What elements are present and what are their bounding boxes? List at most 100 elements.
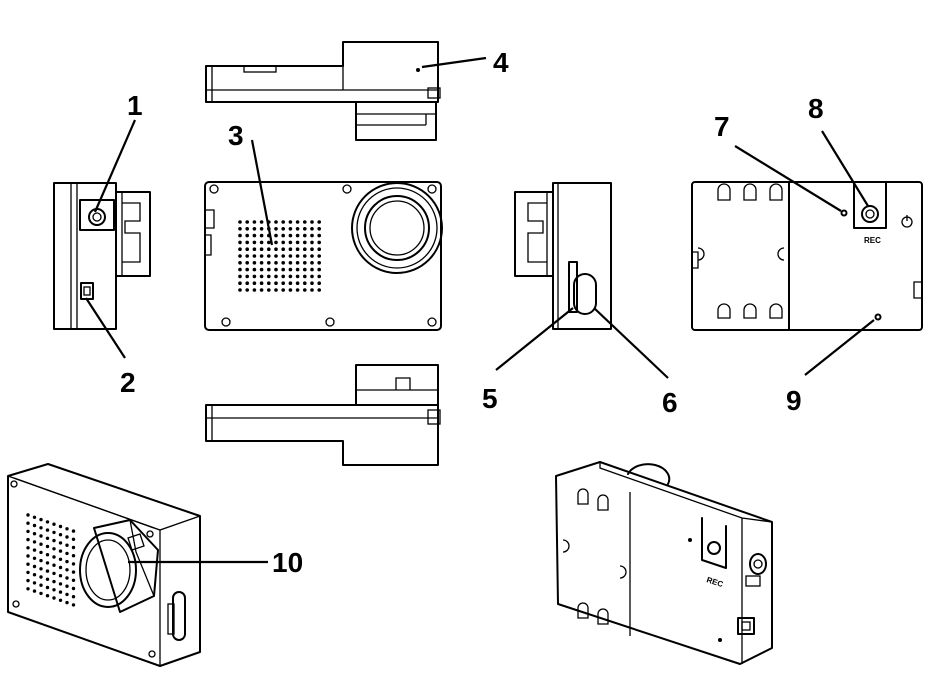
grille-hole: [295, 233, 300, 238]
grille-hole: [238, 227, 242, 231]
grille-hole: [238, 233, 242, 238]
grille-hole: [317, 240, 322, 245]
bottom-view: [205, 364, 441, 466]
grille-hole: [317, 274, 322, 279]
card-slot-icon: [568, 261, 578, 313]
grille-hole: [295, 288, 300, 292]
grille-hole: [26, 513, 30, 517]
grille-hole: [26, 521, 30, 525]
grille-hole: [52, 563, 56, 567]
grille-hole: [238, 261, 242, 265]
grille-hole: [52, 522, 56, 526]
grille-hole: [252, 233, 257, 238]
grille-hole: [71, 578, 76, 582]
grille-hole: [310, 220, 314, 224]
grille-hole: [238, 288, 242, 292]
grille-hole: [259, 227, 264, 231]
iso-speaker-grille: [26, 513, 76, 607]
grille-hole: [288, 261, 293, 265]
grille-hole: [45, 594, 50, 598]
grille-hole: [274, 233, 278, 238]
speaker-grille: [238, 220, 322, 292]
grille-hole: [295, 247, 300, 251]
grille-hole: [295, 220, 300, 224]
grille-hole: [252, 261, 257, 265]
grille-hole: [71, 529, 76, 533]
grille-hole: [317, 281, 322, 286]
grille-hole: [26, 546, 30, 550]
grille-hole: [259, 247, 264, 251]
grille-hole: [259, 274, 264, 279]
grille-hole: [245, 267, 249, 272]
grille-hole: [317, 227, 322, 231]
grille-hole: [26, 537, 30, 542]
grille-hole: [45, 553, 50, 557]
grille-hole: [252, 247, 257, 251]
grille-hole: [259, 233, 264, 238]
grille-hole: [274, 288, 278, 292]
grille-hole: [58, 574, 63, 578]
power-button-icon: [88, 208, 106, 226]
grille-hole: [288, 274, 293, 279]
grille-hole: [45, 528, 50, 532]
grille-hole: [259, 267, 264, 272]
grille-hole: [52, 530, 56, 535]
grille-hole: [65, 568, 69, 572]
grille-hole: [303, 247, 307, 251]
grille-hole: [58, 533, 63, 537]
grille-hole: [267, 288, 271, 292]
grille-hole: [310, 288, 314, 292]
grille-hole: [39, 583, 43, 587]
grille-hole: [288, 247, 293, 251]
grille-hole: [58, 582, 63, 586]
grille-hole: [259, 281, 264, 286]
callout-4: 4: [493, 47, 509, 78]
grille-hole: [245, 254, 249, 258]
grille-hole: [26, 554, 30, 558]
grille-hole: [259, 288, 264, 292]
grille-hole: [252, 288, 257, 292]
grille-hole: [288, 281, 293, 286]
callout-7: 7: [714, 111, 730, 142]
grille-hole: [288, 220, 293, 224]
grille-hole: [281, 267, 286, 272]
grille-hole: [32, 581, 37, 585]
grille-hole: [245, 233, 249, 238]
grille-hole: [39, 558, 43, 563]
lens-icon: [351, 182, 443, 274]
grille-hole: [39, 567, 43, 571]
grille-hole: [310, 227, 314, 231]
grille-hole: [52, 579, 56, 584]
grille-hole: [252, 227, 257, 231]
grille-hole: [317, 267, 322, 272]
grille-hole: [303, 220, 307, 224]
grille-hole: [274, 281, 278, 286]
grille-hole: [65, 543, 69, 547]
grille-hole: [303, 254, 307, 258]
grille-hole: [288, 240, 293, 245]
grille-hole: [32, 548, 37, 552]
grille-hole: [288, 233, 293, 238]
grille-hole: [303, 288, 307, 292]
grille-hole: [259, 254, 264, 258]
grille-hole: [39, 575, 43, 579]
grille-hole: [274, 240, 278, 245]
grille-hole: [252, 274, 257, 279]
grille-hole: [317, 247, 322, 251]
grille-hole: [45, 569, 50, 573]
grille-hole: [303, 240, 307, 245]
grille-hole: [295, 227, 300, 231]
grille-hole: [267, 247, 271, 251]
grille-hole: [245, 281, 249, 286]
rear-view: REC: [691, 181, 923, 331]
grille-hole: [252, 254, 257, 258]
grille-hole: [317, 261, 322, 265]
grille-hole: [238, 281, 242, 286]
grille-hole: [32, 540, 37, 544]
grille-hole: [295, 267, 300, 272]
iso-lens-icon: [79, 532, 137, 608]
grille-hole: [295, 254, 300, 258]
grille-hole: [52, 538, 56, 543]
grille-hole: [39, 526, 43, 530]
grille-hole: [267, 274, 271, 279]
